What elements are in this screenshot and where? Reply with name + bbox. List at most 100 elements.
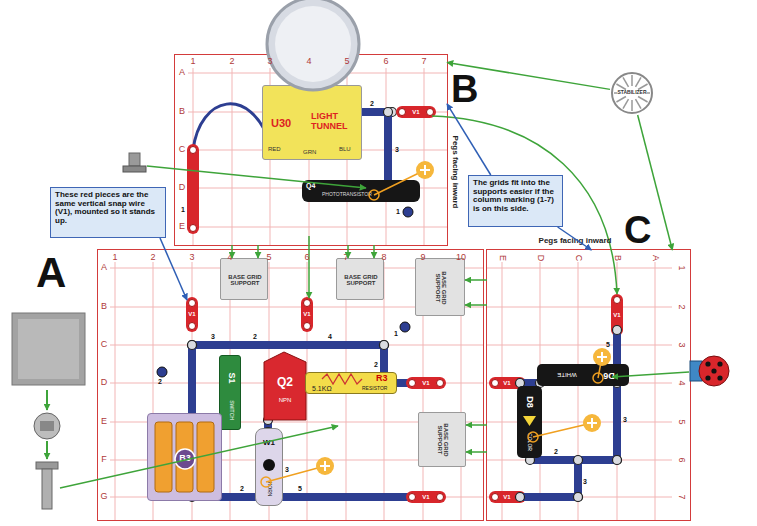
grid-coordinate: 5	[266, 253, 271, 263]
single-snap	[403, 207, 413, 217]
grid-coordinate: E	[101, 417, 107, 427]
leader-arrow	[160, 238, 187, 300]
part-label: GRN	[303, 149, 316, 155]
grid-coordinate: 1	[190, 57, 195, 67]
snap-contact	[380, 341, 389, 350]
polarity-ring	[369, 190, 379, 200]
snap-contact	[574, 493, 583, 502]
grid-line	[110, 345, 483, 346]
part-label: SWITCH	[228, 400, 233, 420]
snap-contact	[189, 323, 196, 330]
grid-coordinate: 6	[304, 253, 309, 263]
grid-line	[487, 345, 672, 346]
grid-line	[424, 68, 425, 245]
polarity-leader	[266, 466, 325, 482]
grid-coordinate: D	[535, 255, 545, 262]
ladybug-spot	[705, 361, 710, 366]
connector-arrow	[558, 227, 592, 250]
connector-arrow	[447, 62, 610, 89]
grid-line	[655, 262, 656, 520]
callout-number: 2	[158, 378, 162, 386]
part-label: RED	[268, 146, 281, 152]
part-label: V1	[503, 380, 510, 386]
grid-line	[502, 262, 503, 520]
snap-contact	[190, 225, 197, 232]
grid-coordinate: E	[179, 222, 185, 232]
part-title: S1	[226, 372, 236, 383]
grid-coordinate: 5	[676, 419, 686, 424]
grid-coordinate: C	[101, 340, 108, 350]
part-title: A	[36, 250, 66, 295]
callout-number: 3	[623, 416, 627, 424]
horn-speaker	[263, 459, 275, 471]
grid-coordinate: 2	[150, 253, 155, 263]
stabilizer-spoke	[636, 77, 642, 87]
callout-number: 3	[285, 466, 289, 474]
ladybug-spot	[717, 375, 722, 380]
base-grid-support: BASE GRID SUPPORT	[418, 412, 466, 467]
snap-contact	[188, 341, 197, 350]
part-title: C	[624, 210, 651, 251]
plus-sign	[324, 461, 326, 471]
single-snap	[400, 322, 410, 332]
part-label: V1	[303, 311, 310, 317]
snap-contact	[492, 494, 499, 501]
snap-wire	[613, 383, 621, 460]
snap-contact	[304, 300, 311, 307]
stabilizer-spoke	[631, 100, 633, 111]
snap-contact	[517, 494, 524, 501]
callout-number: 2	[374, 361, 378, 369]
note-text: Pegs facing inward	[451, 136, 460, 209]
callout-number: 2	[554, 448, 558, 456]
part-label: RESISTOR	[362, 386, 387, 391]
transistor: Q2NPN	[262, 352, 307, 420]
leader-arrow	[46, 441, 48, 459]
stabilizer: STABILIZER	[610, 71, 654, 115]
grid-line	[193, 68, 194, 245]
callout-box: The grids fit into the supports easier i…	[468, 175, 563, 227]
grid-coordinate: D	[179, 183, 186, 193]
snap-contact	[614, 297, 621, 304]
grid-coordinate: 2	[676, 304, 686, 309]
connector-arrow	[257, 245, 259, 258]
connector-arrow	[466, 424, 487, 426]
grid-coordinate: A	[179, 68, 185, 78]
part-title: STABILIZER	[617, 90, 646, 95]
ladybug-spot	[717, 361, 722, 366]
resistor: R35.1KΩRESISTOR	[305, 372, 397, 394]
part-label: WHITE	[557, 372, 576, 378]
bolt-head	[36, 462, 58, 469]
grid-coordinate: C	[573, 255, 583, 262]
grid-coordinate: 4	[306, 57, 311, 67]
snap-contact	[437, 494, 444, 501]
connector-arrow	[347, 245, 349, 258]
polarity-ring	[261, 477, 271, 487]
connector-arrow	[373, 245, 375, 258]
part-label: V1	[503, 494, 510, 500]
snap-contact	[384, 108, 393, 117]
callout-number: 3	[395, 146, 399, 154]
grid-coordinate: 6	[383, 57, 388, 67]
grid-coordinate: 7	[421, 57, 426, 67]
grid-line	[188, 227, 447, 228]
part-title: BASE GRID SUPPORT	[437, 417, 450, 463]
polarity-marker	[593, 348, 611, 366]
vertical-snap-wire	[402, 106, 430, 118]
stabilizer-spoke	[623, 77, 629, 87]
stabilizer-spoke	[623, 99, 629, 109]
grid-coordinate: A	[101, 263, 107, 273]
part-title: BASE GRID SUPPORT	[341, 274, 381, 287]
callout-number: 2	[370, 100, 374, 108]
grid-coordinate: 8	[381, 253, 386, 263]
stabilizer-ring	[612, 73, 652, 113]
snap-contact	[190, 147, 197, 154]
snap-wire	[530, 456, 617, 464]
slide-switch: S1SWITCH	[219, 355, 241, 430]
grid-line	[232, 68, 233, 245]
connector-arrow	[638, 115, 673, 250]
stabilizer-spoke	[636, 99, 642, 109]
stabilizer-spoke	[638, 84, 648, 90]
callout-number: 5	[606, 341, 610, 349]
